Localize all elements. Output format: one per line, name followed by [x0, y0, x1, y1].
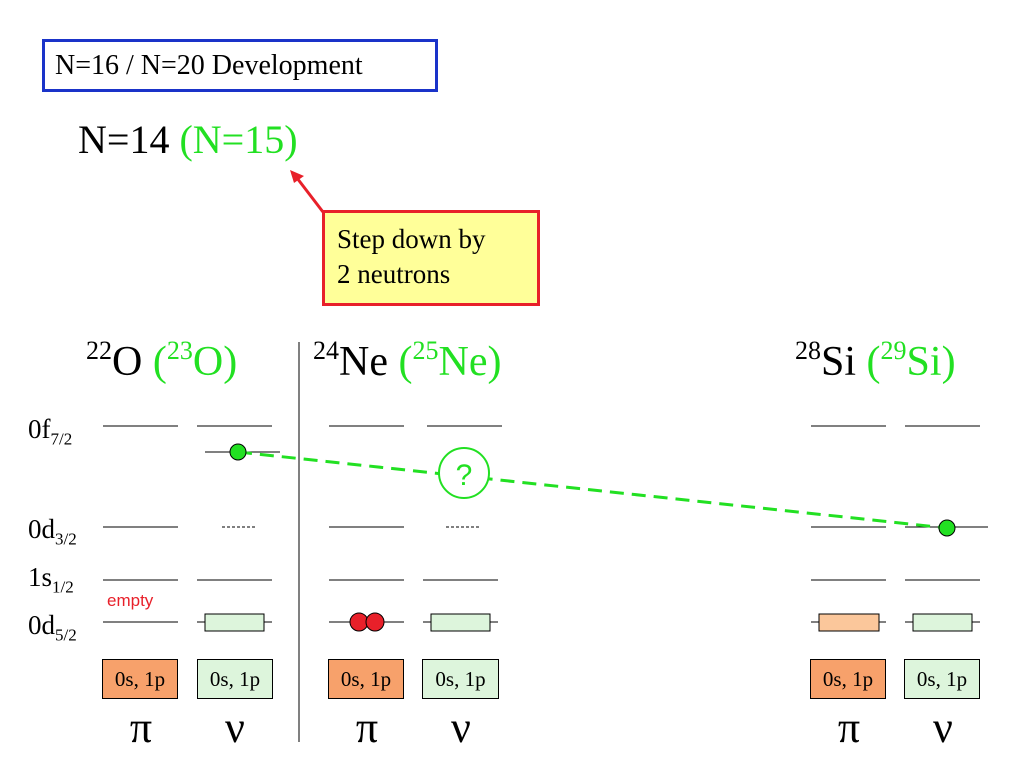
neon-levels	[329, 425, 502, 632]
silicon-levels	[811, 425, 988, 632]
ne-nu-d52-filled	[430, 613, 491, 632]
question-circle	[438, 447, 490, 499]
label-0d32: 0d3/2	[28, 514, 77, 549]
ne-proton-2	[365, 612, 385, 632]
label-0d32-orb: 0d	[28, 514, 55, 544]
ne-pi-core: 0s, 1p	[328, 659, 404, 699]
si-pi-symbol: π	[837, 703, 861, 752]
o-pi-core: 0s, 1p	[102, 659, 178, 699]
si-nu-core: 0s, 1p	[904, 659, 980, 699]
o-pi-symbol: π	[129, 703, 153, 752]
callout-line-2: 2 neutrons	[337, 259, 451, 289]
label-0f72: 0f7/2	[28, 414, 72, 449]
o-nu-neutron	[229, 443, 247, 461]
si-symbol: Si	[821, 339, 857, 385]
label-0f72-j: 7/2	[50, 429, 73, 449]
si-nu-neutron	[938, 519, 956, 537]
o-nu-core: 0s, 1p	[197, 659, 273, 699]
ne-alt: (25Ne)	[398, 336, 502, 385]
title-box: N=16 / N=20 Development	[42, 39, 438, 92]
neutron-trend-line	[237, 450, 948, 530]
ne-symbol: Ne	[339, 339, 388, 385]
o-mass: 22	[86, 336, 112, 365]
nucleus-si: 28Si (29Si)	[795, 336, 956, 386]
callout-arrow-line	[295, 177, 325, 213]
o-nu-symbol: ν	[225, 703, 245, 752]
ne-proton-1	[349, 612, 369, 632]
ne-alt-symbol: Ne	[438, 339, 488, 385]
o-alt: (23O)	[152, 336, 238, 385]
nucleus-o: 22O (23O)	[86, 336, 238, 386]
label-1s12: 1s1/2	[28, 562, 74, 597]
si-alt-mass: 29	[880, 336, 907, 365]
ne-nu-symbol: ν	[451, 703, 471, 752]
title-text: N=16 / N=20 Development	[55, 50, 363, 81]
question-mark: ?	[456, 459, 473, 492]
heading: N=14 (N=15)	[78, 116, 298, 163]
ne-nu-core: 0s, 1p	[422, 659, 499, 699]
ne-pi-symbol: π	[355, 703, 379, 752]
callout-arrow-head	[290, 170, 304, 183]
label-0d52-j: 5/2	[55, 625, 77, 645]
callout-box: Step down by 2 neutrons	[322, 210, 540, 306]
label-0d52-orb: 0d	[28, 610, 55, 640]
si-pi-d52-filled	[818, 613, 880, 632]
o-alt-mass: 23	[166, 336, 193, 365]
o-symbol: O	[112, 339, 143, 385]
si-alt-symbol: Si	[906, 339, 942, 385]
label-0d32-j: 3/2	[55, 529, 77, 549]
o-nu-d52-filled	[204, 613, 265, 632]
si-pi-core: 0s, 1p	[810, 659, 886, 699]
label-1s12-orb: 1s	[28, 562, 53, 592]
si-alt: (29Si)	[866, 336, 956, 385]
empty-label: empty	[107, 591, 154, 610]
ne-alt-mass: 25	[412, 336, 439, 365]
ne-mass: 24	[313, 336, 339, 365]
nucleus-ne: 24Ne (25Ne)	[313, 336, 502, 386]
callout-line-1: Step down by	[337, 224, 486, 254]
si-nu-d52-filled	[912, 613, 973, 632]
heading-main: N=14	[78, 117, 170, 162]
si-nu-symbol: ν	[933, 703, 953, 752]
label-0f72-orb: 0f	[28, 414, 51, 444]
label-1s12-j: 1/2	[52, 577, 74, 597]
si-mass: 28	[795, 336, 821, 365]
o-alt-symbol: O	[192, 339, 224, 385]
heading-alt: (N=15)	[179, 117, 298, 162]
label-0d52: 0d5/2	[28, 610, 77, 645]
